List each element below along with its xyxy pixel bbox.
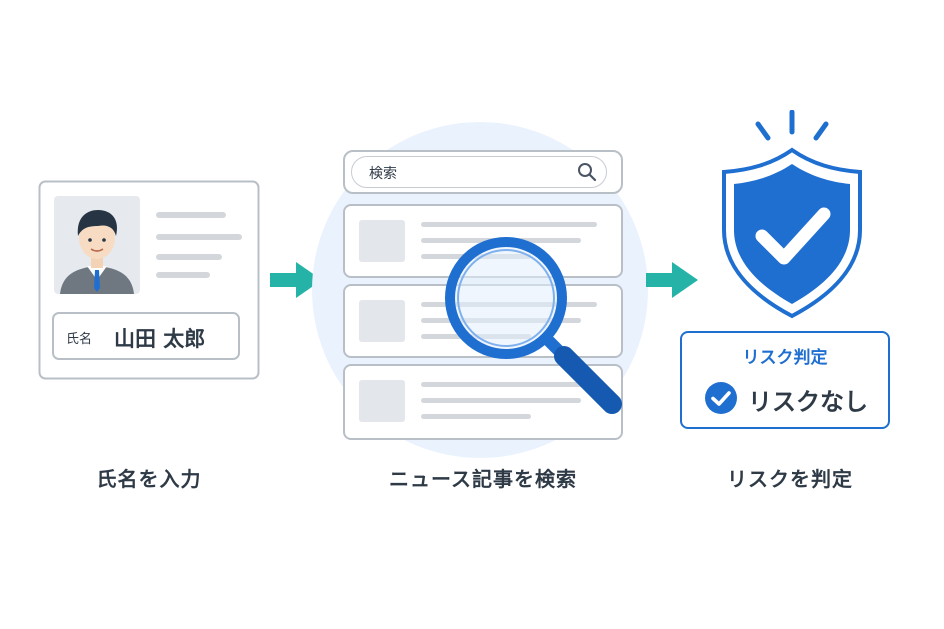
name-field-label: 氏名 <box>66 332 93 347</box>
arrow-right-icon <box>270 262 322 298</box>
risk-result-panel: リスク判定 リスクなし <box>680 331 890 429</box>
step-1-caption: 氏名を入力 <box>96 467 202 491</box>
step-1-input-name: 氏名 山田 太郎 <box>38 180 260 380</box>
arrow-right-icon <box>646 262 698 298</box>
shield-check-icon <box>722 110 862 319</box>
step-3-caption: リスクを判定 <box>727 467 853 491</box>
search-bar[interactable]: 検索 <box>343 150 623 194</box>
risk-result-title: リスク判定 <box>742 348 828 368</box>
risk-result-status: リスクなし <box>748 388 868 416</box>
card-text-lines <box>156 212 242 278</box>
user-avatar-icon <box>54 196 140 294</box>
name-field[interactable]: 氏名 山田 太郎 <box>52 312 240 360</box>
magnifier-icon <box>445 237 622 414</box>
search-icon[interactable] <box>577 162 597 182</box>
search-input[interactable]: 検索 <box>369 166 397 182</box>
name-field-value: 山田 太郎 <box>114 327 206 351</box>
step-2-caption: ニュース記事を検索 <box>389 467 577 491</box>
check-circle-icon <box>705 382 737 414</box>
